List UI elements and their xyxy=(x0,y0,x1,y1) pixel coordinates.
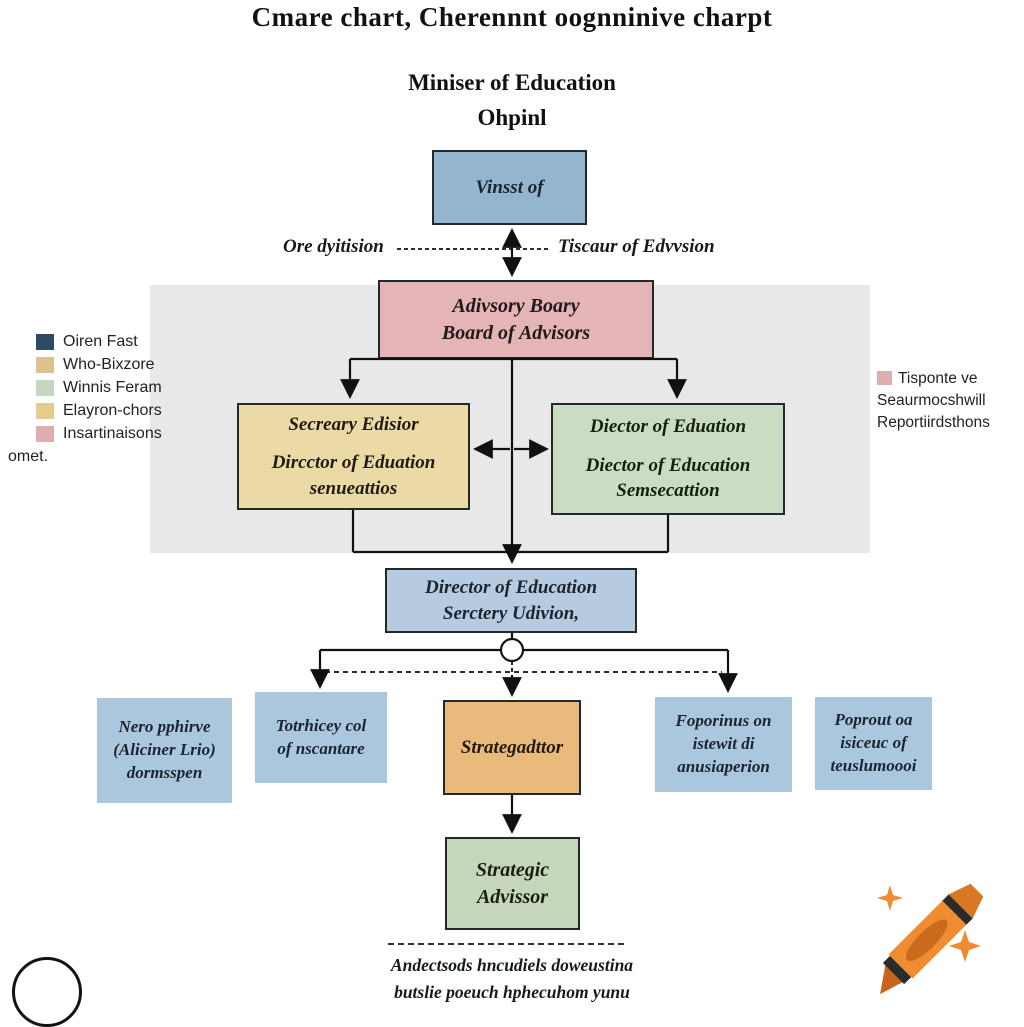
node-secretary-education: Secreary Edisior Dircctor of Eduation se… xyxy=(237,403,470,510)
legend-right: Tisponte ve Seaurmocshwill Reportiirdsth… xyxy=(877,368,1023,434)
legend-item: Oiren Fast xyxy=(36,330,162,353)
legend-swatch-navy xyxy=(36,333,54,350)
footnote-line1: Andectsods hncudiels doweustina xyxy=(390,955,634,975)
sparkle-icon xyxy=(877,885,981,962)
junction-circle xyxy=(499,637,525,663)
legend-item: Winnis Feram xyxy=(36,376,162,399)
node-strategic-advisor: Strategic Advissor xyxy=(445,837,580,930)
connector-label-left: Ore dyitision xyxy=(283,236,384,257)
node-department-4: Foporinus on istewit di anusiaperion xyxy=(655,697,792,792)
legend-footer: omet. xyxy=(8,448,49,465)
node-minister: Vinsst of xyxy=(432,150,587,225)
node-advisory-board: Adivsory Boary Board of Advisors xyxy=(378,280,654,359)
node-department-5: Poprout oa isiceuc of teuslumoooi xyxy=(815,697,932,790)
legend-swatch-tan xyxy=(36,356,54,373)
circle-mark xyxy=(12,957,82,1027)
page-title: Cmare chart, Cherennnt oognninive charpt xyxy=(251,2,773,32)
connector-label-right: Tiscaur of Edvvsion xyxy=(558,236,715,257)
node-director-education: Diector of Eduation Diector of Education… xyxy=(551,403,785,515)
footnote-line2: butslie poeuch hphecuhom yunu xyxy=(394,982,630,1002)
legend-swatch-gold xyxy=(36,402,54,419)
crayon-icon xyxy=(877,883,984,995)
legend-left: Oiren Fast Who-Bixzore Winnis Feram Elay… xyxy=(8,330,162,468)
node-minister-label: Vinsst of xyxy=(475,176,544,198)
legend-item: Insartinaisons xyxy=(36,422,162,445)
legend-item: Tisponte ve xyxy=(877,368,1023,390)
legend-swatch-pink xyxy=(36,425,54,442)
subtitle-line1: Miniser of Education xyxy=(408,70,616,95)
node-department-2: Totrhicey col of nscantare xyxy=(255,692,387,783)
node-department-1: Nero pphirve (Aliciner Lrio) dormsspen xyxy=(97,698,232,803)
legend-swatch-pink-right xyxy=(877,371,892,385)
legend-swatch-green xyxy=(36,379,54,396)
node-strategic-coordinator: Strategadttor xyxy=(443,700,581,795)
legend-item: Elayron-chors xyxy=(36,399,162,422)
subtitle-line2: Ohpinl xyxy=(477,105,547,130)
legend-item: Who-Bixzore xyxy=(36,353,162,376)
node-education-secretary-division: Director of Education Serctery Udivion, xyxy=(385,568,637,633)
